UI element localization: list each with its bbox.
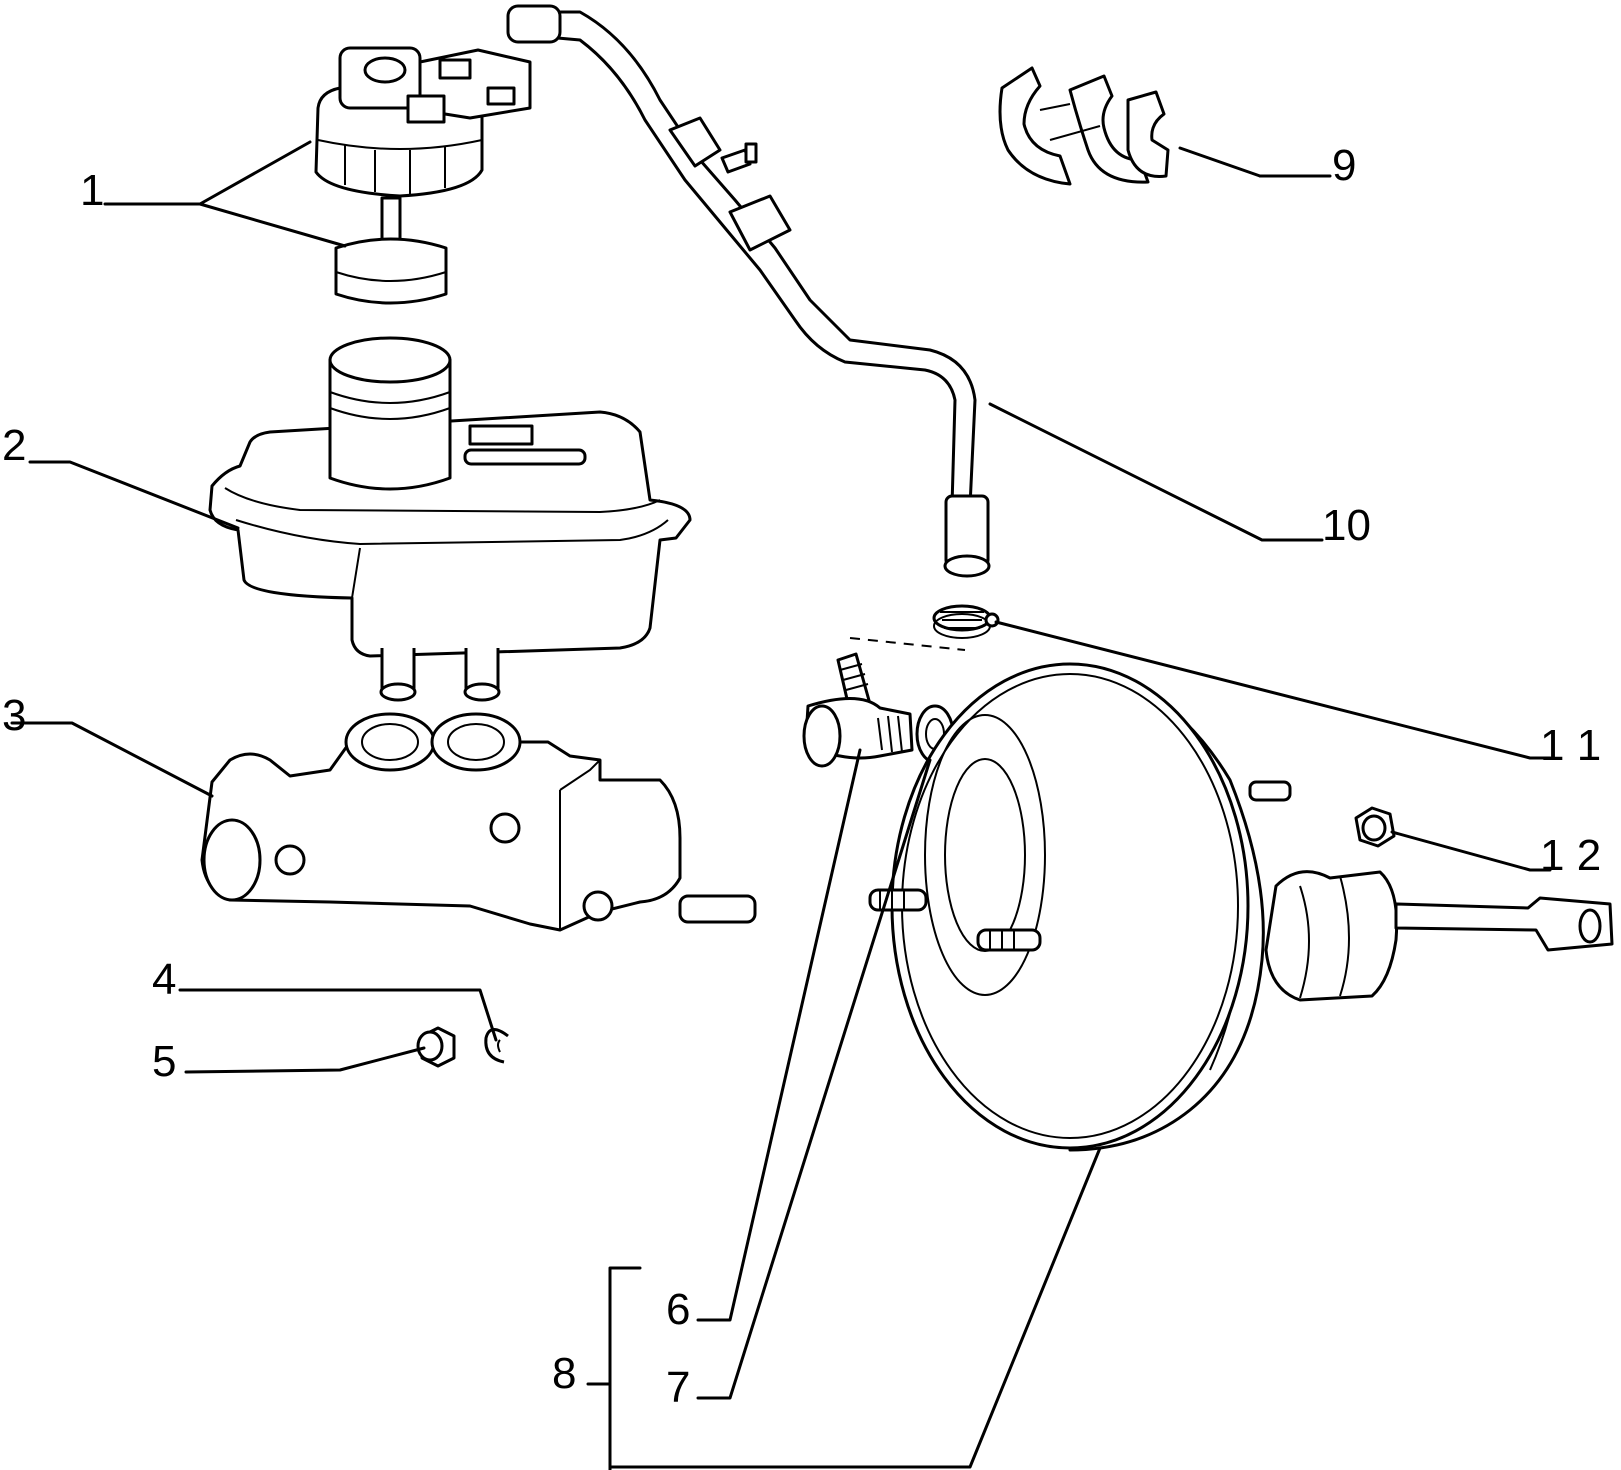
callout-10: 10 [1322,501,1371,550]
callout-12: 1 2 [1540,831,1601,880]
vacuum-elbow [802,637,966,768]
reservoir-float [334,196,448,305]
callout-9: 9 [1332,141,1356,190]
fluid-reservoir [208,336,692,702]
callout-3: 3 [2,691,26,740]
callout-numbers: 1 2 3 4 5 6 7 8 9 10 1 1 1 2 [2,141,1601,1412]
hose-clamp [932,604,1000,639]
leader-lines [10,140,1552,1470]
callout-11: 1 1 [1540,721,1601,770]
callout-7: 7 [666,1363,690,1412]
callout-8: 8 [552,1349,576,1398]
circlip [484,1028,509,1064]
reservoir-cap-with-sensor [314,46,532,198]
callout-4: 4 [152,955,176,1004]
vacuum-hose [506,4,991,578]
master-cylinder [200,712,757,932]
callout-6: 6 [666,1285,690,1334]
pipe-clip [998,66,1170,186]
callout-1: 1 [80,166,104,215]
brake-booster [868,662,1614,1152]
callout-5: 5 [152,1037,176,1086]
nut-servo [1354,806,1396,848]
callout-2: 2 [2,421,26,470]
nut-small [416,1026,456,1068]
